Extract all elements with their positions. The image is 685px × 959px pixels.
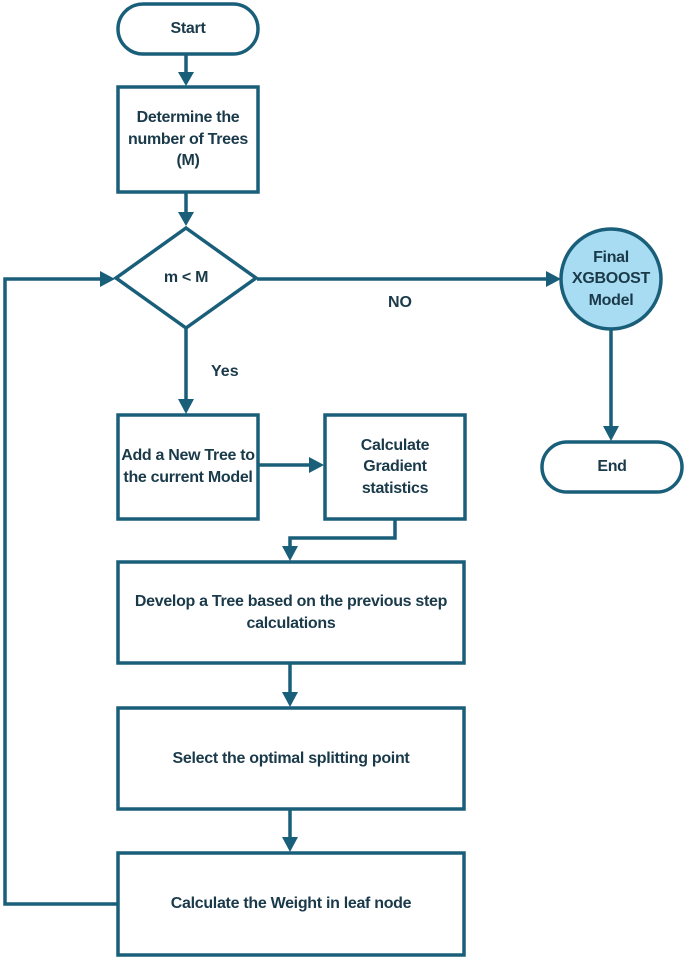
split-label: Select the optimal splitting point — [172, 749, 410, 767]
loop-back-connector — [3, 277, 117, 906]
add-tree-to-gradient-arrowhead — [309, 457, 324, 473]
weight-box — [116, 851, 466, 957]
add-tree-label: Add a New Tree to the current Model — [121, 447, 255, 486]
gradient-box — [323, 413, 467, 521]
decision-to-final-arrowhead — [546, 271, 561, 287]
end-terminal — [540, 440, 684, 494]
gradient-to-develop-connector — [288, 520, 397, 548]
gradient-label: Calculate Gradient statistics — [360, 436, 430, 497]
develop-box — [116, 560, 466, 665]
loop-back-arrowhead — [100, 271, 115, 287]
end-label: End — [597, 458, 627, 476]
no-edge-label: NO — [388, 294, 412, 311]
yes-edge-label: Yes — [211, 363, 239, 380]
decision-label: m < M — [163, 269, 209, 287]
decision-diamond — [112, 225, 260, 331]
gradient-to-develop-arrowhead — [282, 546, 298, 561]
start-label: Start — [170, 20, 206, 38]
final-model-label: Final XGBOOST Model — [572, 248, 650, 309]
start-to-determine-arrowhead — [178, 72, 194, 86]
split-box — [116, 706, 466, 811]
decision-to-add-tree-arrowhead — [178, 399, 194, 414]
develop-to-split-arrowhead — [282, 692, 298, 707]
final-to-end-arrowhead — [603, 426, 619, 441]
develop-label: Develop a Tree based on the previous ste… — [134, 592, 448, 632]
start-terminal — [116, 2, 260, 56]
determine-label: Determine the number of Trees (M) — [128, 109, 248, 170]
add-tree-box — [116, 413, 260, 521]
determine-to-decision-arrowhead — [178, 212, 194, 226]
weight-label: Calculate the Weight in leaf node — [170, 895, 412, 913]
split-to-weight-arrowhead — [282, 837, 298, 852]
determine-box — [116, 85, 260, 194]
